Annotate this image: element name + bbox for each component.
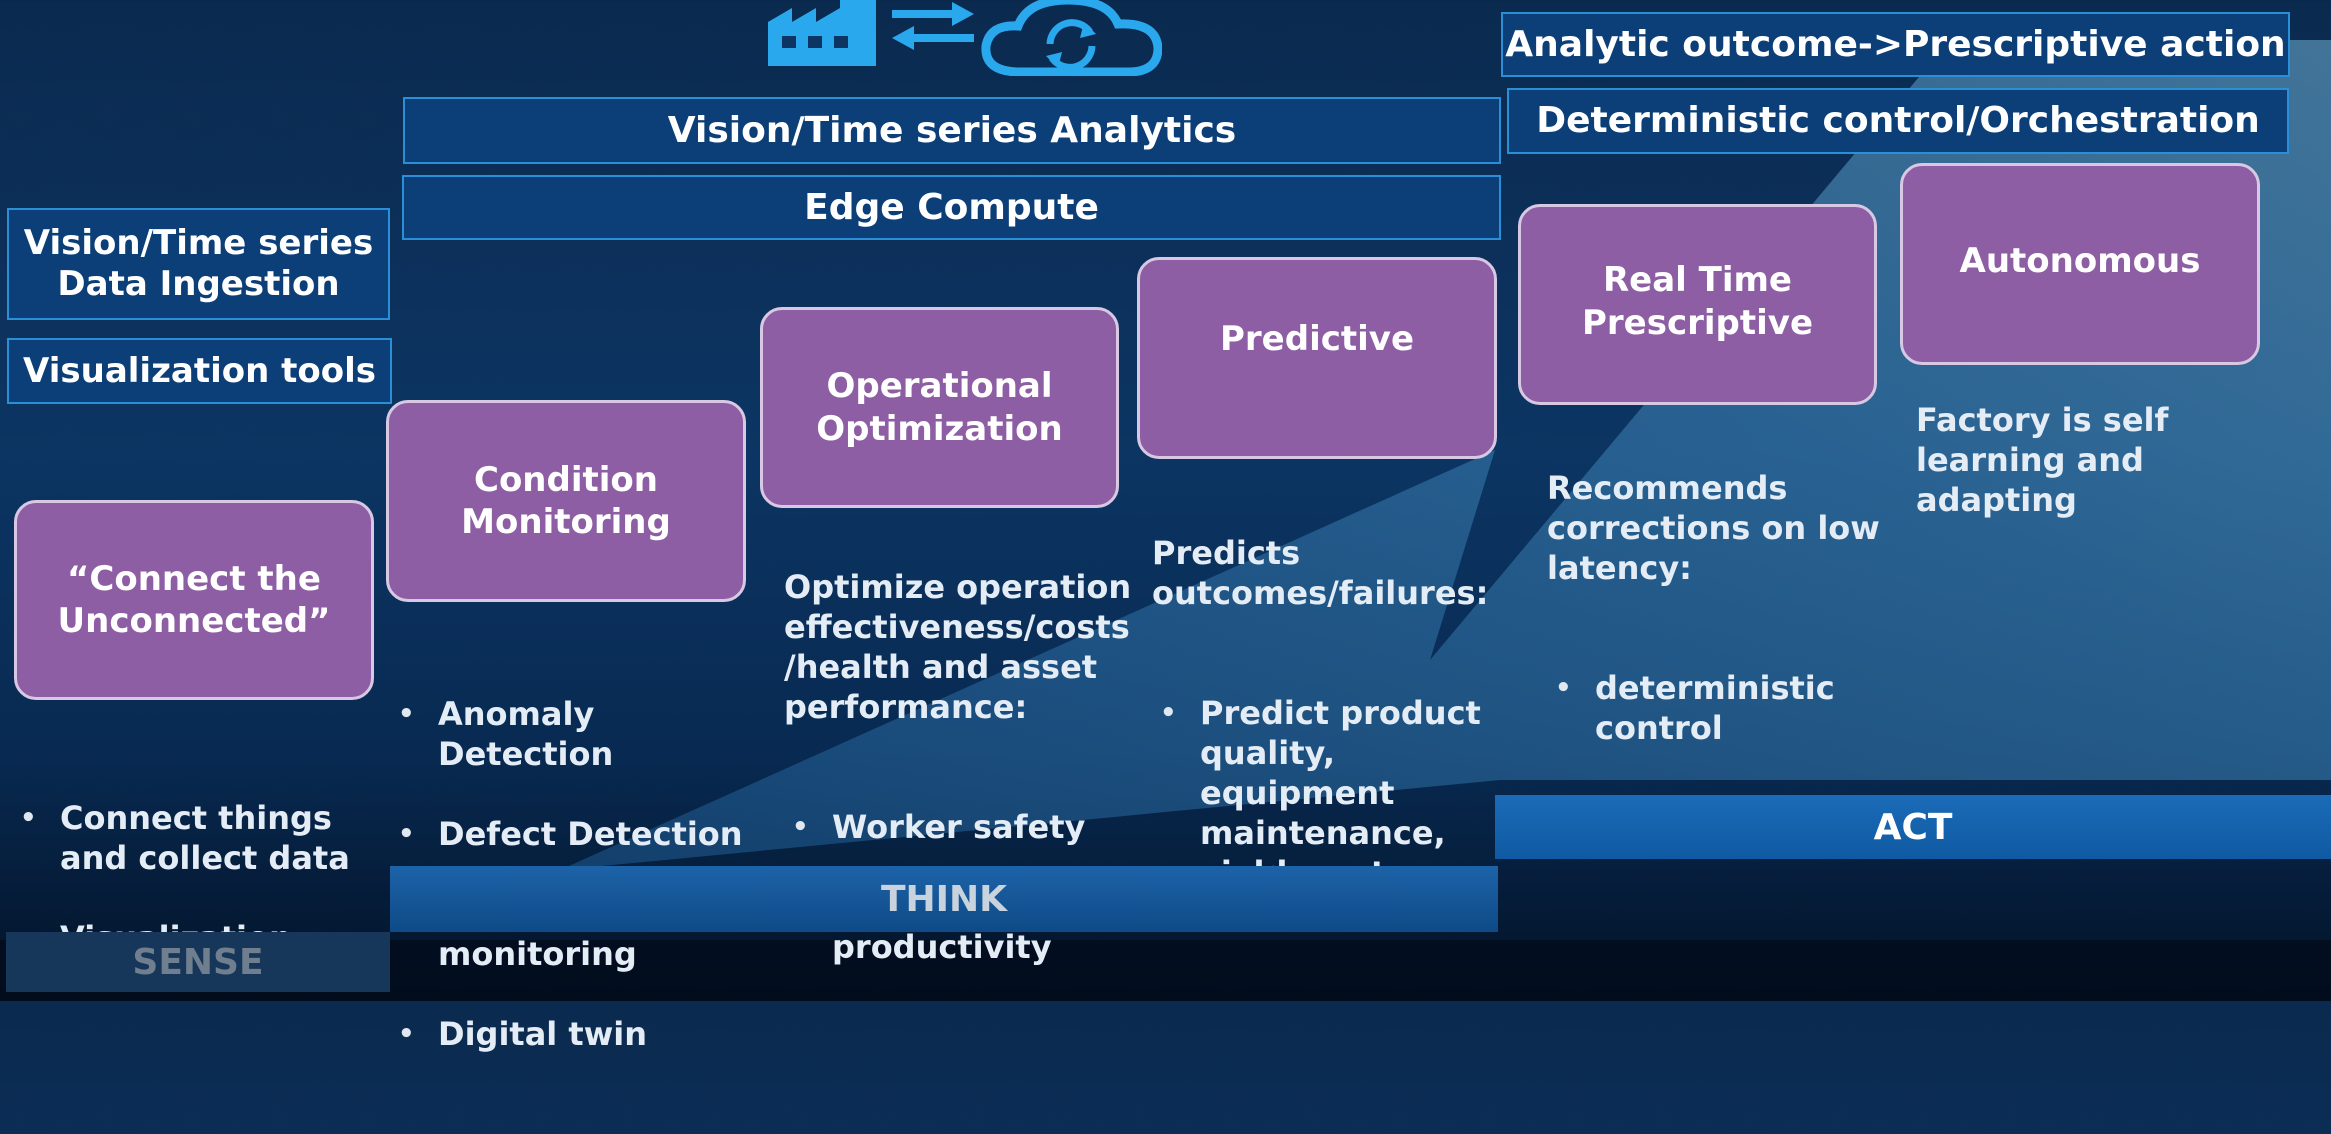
operational-intro: Optimize operation effectiveness/costs /… [784,568,1132,726]
stage-operational-optimization: Operational Optimization [760,307,1119,508]
data-ingestion-box: Vision/Time series Data Ingestion [7,208,390,320]
realtime-description: Recommends corrections on low latency: d… [1547,428,1907,828]
bullet-item: Worker safety [784,807,1144,847]
stage-autonomous: Autonomous [1900,163,2260,365]
bullet-item: deterministic control [1547,668,1907,748]
bullet-item: Predict product quality, equipment maint… [1152,693,1512,893]
bullet-item: Anomaly Detection [390,694,750,774]
think-phase-bar: THINK [390,866,1498,932]
analytic-outcome-box: Analytic outcome->Prescriptive action [1501,12,2290,77]
stage-connect-the-unconnected: “Connect the Unconnected” [14,500,374,700]
sense-phase-bar: SENSE [6,932,390,992]
stage-real-time-prescriptive: Real Time Prescriptive [1518,204,1877,405]
operational-description: Optimize operation effectiveness/costs /… [784,527,1144,1047]
act-phase-bar: ACT [1495,795,2331,859]
factory-icon [768,0,876,66]
edge-compute-box: Edge Compute [402,175,1501,240]
deterministic-control-box: Deterministic control/Orchestration [1507,88,2289,154]
exchange-arrows-icon [892,2,974,50]
bullet-item: Defect Detection [390,814,750,854]
visualization-tools-box: Visualization tools [7,338,392,404]
bullet-item: Connect things and collect data [12,798,352,878]
autonomous-description: Factory is self learning and adapting [1916,401,2169,519]
predictive-intro: Predicts outcomes/failures: [1152,534,1489,612]
growth-arrow-shape [560,40,2331,870]
stage-predictive: Predictive [1137,257,1497,459]
vision-analytics-box: Vision/Time series Analytics [403,97,1501,164]
bullet-item: Digital twin [390,1014,750,1054]
realtime-intro: Recommends corrections on low latency: [1547,469,1880,587]
cloud-sync-icon [981,0,1162,76]
stage-condition-monitoring: Condition Monitoring [386,400,746,602]
